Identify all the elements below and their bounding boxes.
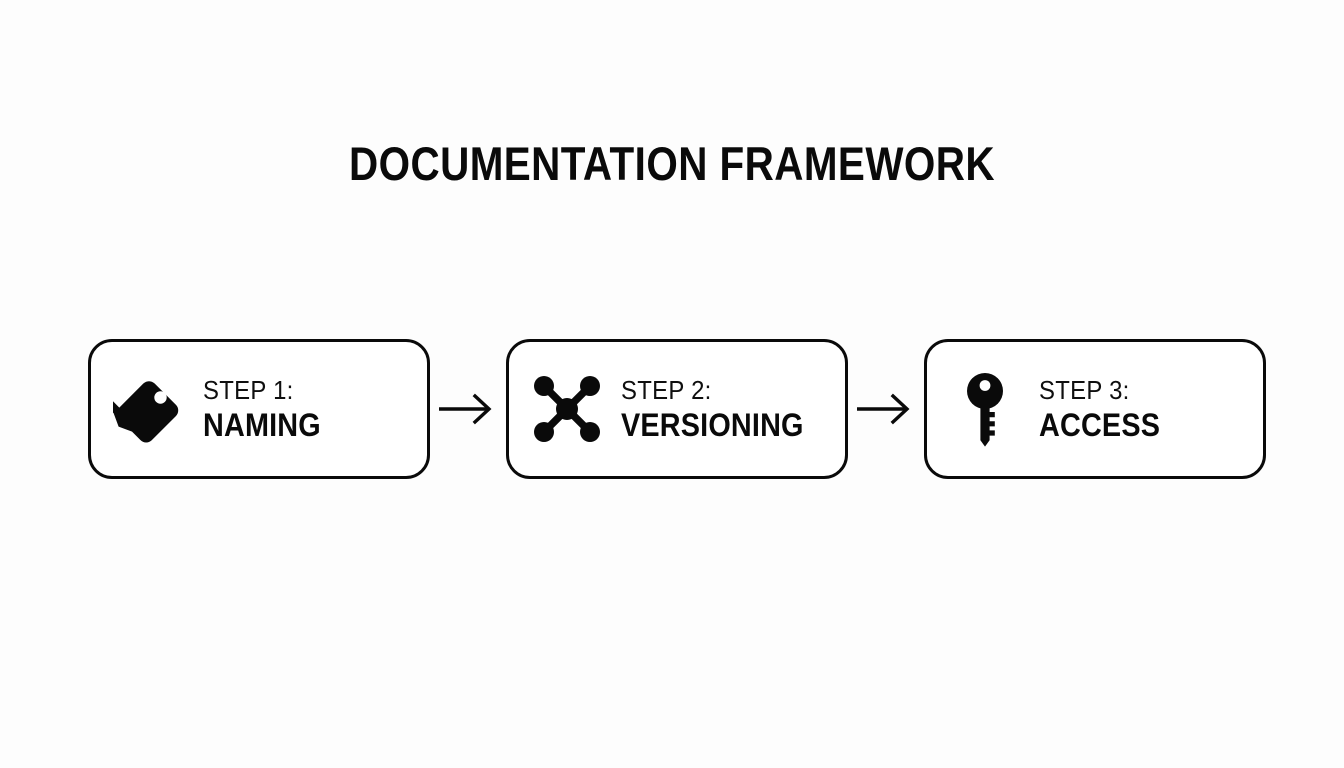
step-label: STEP 3: [1039, 374, 1130, 405]
step-text-group: STEP 1: NAMING [203, 376, 334, 443]
step-text-group: STEP 3: ACCESS [1039, 376, 1174, 443]
step-name: NAMING [203, 406, 321, 443]
network-nodes-icon [521, 339, 613, 479]
arrow-right-icon [848, 379, 924, 439]
step-name: ACCESS [1039, 406, 1161, 443]
step-card-versioning[interactable]: STEP 2: VERSIONING [506, 339, 848, 479]
step-name: VERSIONING [621, 406, 804, 443]
key-icon [939, 339, 1031, 479]
step-label: STEP 2: [621, 374, 712, 405]
step-text-group: STEP 2: VERSIONING [621, 376, 824, 443]
step-card-access[interactable]: STEP 3: ACCESS [924, 339, 1266, 479]
step-card-naming[interactable]: STEP 1: NAMING [88, 339, 430, 479]
arrow-right-icon [430, 379, 506, 439]
process-flow: STEP 1: NAMING [88, 339, 1266, 479]
step-label: STEP 1: [203, 374, 294, 405]
tag-icon [103, 339, 195, 479]
page-title: DOCUMENTATION FRAMEWORK [348, 137, 996, 190]
